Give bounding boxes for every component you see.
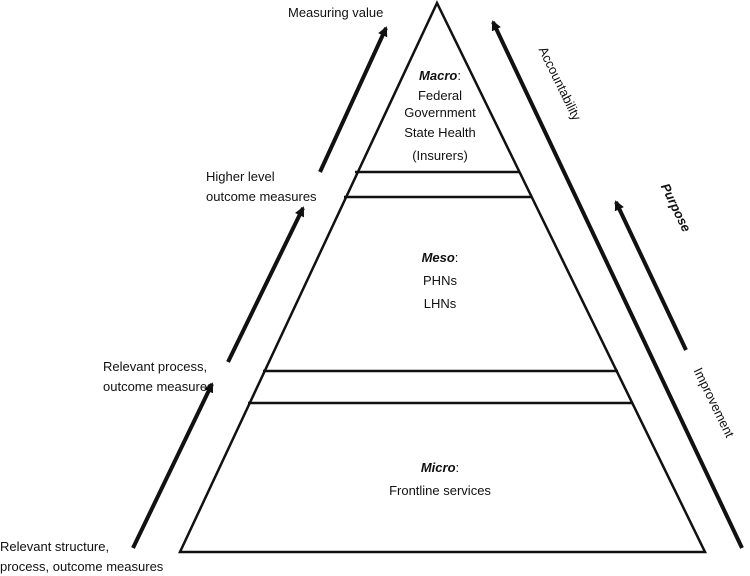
arrow-process-to-higher-level xyxy=(226,206,305,363)
meso-line-lhns: LHNs xyxy=(423,296,457,311)
macro-line-government: Government xyxy=(404,105,476,120)
measuring-value-text: Measuring value xyxy=(288,5,384,20)
macro-line-insurers: (Insurers) xyxy=(412,148,468,163)
higher-level-label: Higher level outcome measures xyxy=(206,167,317,207)
macro-line-federal: Federal xyxy=(417,88,463,103)
macro-heading: Macro: xyxy=(380,64,500,87)
meso-heading-colon: : xyxy=(454,250,459,265)
higher-level-line2: outcome measures xyxy=(206,189,317,204)
macro-line-state-health: State Health xyxy=(404,125,476,140)
higher-level-line1: Higher level xyxy=(206,169,275,184)
macro-tier-text: Macro: Federal Government State Health (… xyxy=(380,64,500,167)
measuring-value-label: Measuring value xyxy=(288,3,383,23)
arrow-purpose-up xyxy=(614,200,688,351)
macro-heading-title: Macro xyxy=(419,68,458,83)
relevant-process-label: Relevant process, outcome measures xyxy=(103,357,214,397)
micro-heading: Micro: xyxy=(370,456,510,479)
arrow-higher-level-to-value xyxy=(318,26,388,173)
micro-heading-colon: : xyxy=(455,460,460,475)
relevant-structure-line2: process, outcome measures xyxy=(0,559,164,574)
micro-line-frontline: Frontline services xyxy=(389,483,491,498)
meso-heading: Meso: xyxy=(380,246,500,269)
relevant-structure-line1: Relevant structure, xyxy=(0,539,110,554)
relevant-process-line1: Relevant process, xyxy=(103,359,208,374)
arrow-accountability-up xyxy=(491,20,744,549)
micro-heading-title: Micro xyxy=(420,460,456,475)
meso-heading-title: Meso xyxy=(421,250,455,265)
arrow-structure-to-process xyxy=(131,382,214,549)
micro-tier-text: Micro: Frontline services xyxy=(370,456,510,502)
relevant-process-line2: outcome measures xyxy=(103,379,214,394)
pyramid-outline xyxy=(178,0,708,554)
meso-tier-text: Meso: PHNs LHNs xyxy=(380,246,500,315)
relevant-structure-label: Relevant structure, process, outcome mea… xyxy=(0,537,163,576)
meso-line-phns: PHNs xyxy=(423,273,457,288)
macro-heading-colon: : xyxy=(457,68,461,83)
